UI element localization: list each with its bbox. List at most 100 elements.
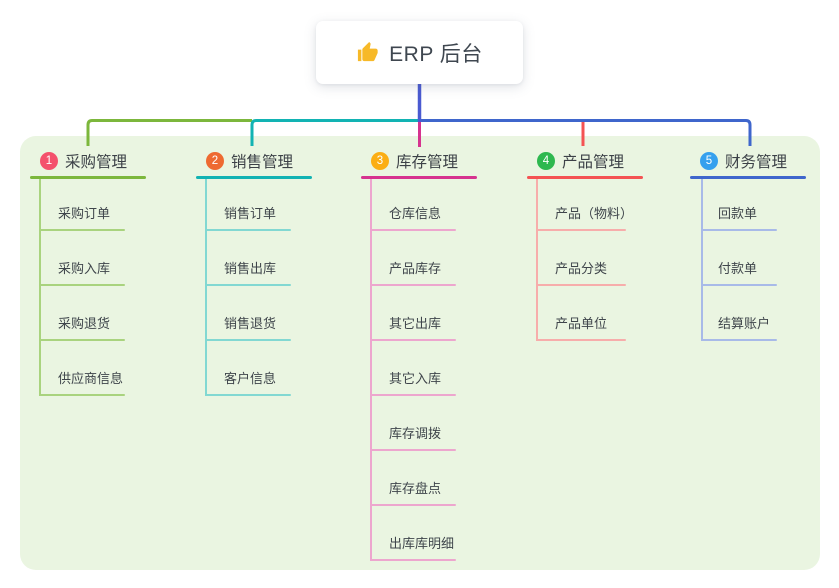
child-label: 仓库信息 bbox=[389, 206, 442, 221]
child-underline bbox=[370, 504, 456, 506]
child-node[interactable]: 销售退货 bbox=[196, 286, 346, 341]
root-node-label: ERP 后台 bbox=[389, 42, 483, 66]
child-node[interactable]: 产品单位 bbox=[527, 286, 677, 341]
child-underline bbox=[205, 229, 291, 231]
child-node[interactable]: 产品库存 bbox=[361, 231, 511, 286]
child-underline bbox=[536, 284, 626, 286]
branch-children: 采购订单 采购入库 采购退货 供应商信息 bbox=[30, 176, 180, 396]
child-label: 库存盘点 bbox=[389, 481, 442, 496]
child-underline bbox=[701, 229, 777, 231]
branch-number-badge: 5 bbox=[700, 152, 718, 170]
branch-children: 产品（物料） 产品分类 产品单位 bbox=[527, 176, 677, 341]
branch-children: 仓库信息 产品库存 其它出库 其它入库 库存调拨 库存盘点 出库库明细 bbox=[361, 176, 511, 561]
child-label: 供应商信息 bbox=[58, 371, 124, 386]
child-label: 结算账户 bbox=[718, 316, 771, 331]
child-node[interactable]: 库存调拨 bbox=[361, 396, 511, 451]
child-label: 产品库存 bbox=[389, 261, 442, 276]
child-label: 回款单 bbox=[718, 206, 758, 221]
child-node[interactable]: 销售订单 bbox=[196, 176, 346, 231]
child-node[interactable]: 采购订单 bbox=[30, 176, 180, 231]
child-underline bbox=[205, 394, 291, 396]
branch-product: 4 产品管理 产品（物料） 产品分类 产品单位 bbox=[527, 146, 687, 341]
branch-title: 产品管理 bbox=[562, 154, 625, 171]
child-underline bbox=[536, 229, 626, 231]
child-underline bbox=[536, 339, 626, 341]
child-underline bbox=[370, 229, 456, 231]
child-underline bbox=[39, 284, 125, 286]
child-underline bbox=[370, 559, 456, 561]
branch-spine bbox=[370, 179, 372, 561]
child-underline bbox=[205, 339, 291, 341]
child-label: 产品（物料） bbox=[555, 206, 634, 221]
child-node[interactable]: 其它入库 bbox=[361, 341, 511, 396]
child-underline bbox=[39, 229, 125, 231]
child-underline bbox=[39, 339, 125, 341]
child-underline bbox=[370, 394, 456, 396]
child-underline bbox=[370, 449, 456, 451]
child-node[interactable]: 销售出库 bbox=[196, 231, 346, 286]
root-node-erp[interactable]: ERP 后台 bbox=[316, 21, 523, 84]
branch-title: 库存管理 bbox=[396, 154, 459, 171]
branch-header[interactable]: 1 采购管理 bbox=[30, 146, 190, 176]
child-label: 出库库明细 bbox=[389, 536, 455, 551]
child-node[interactable]: 产品分类 bbox=[527, 231, 677, 286]
branch-title: 采购管理 bbox=[65, 154, 128, 171]
branch-underline bbox=[196, 176, 312, 179]
branch-number-badge: 2 bbox=[206, 152, 224, 170]
child-underline bbox=[370, 284, 456, 286]
child-underline bbox=[39, 394, 125, 396]
child-label: 库存调拨 bbox=[389, 426, 442, 441]
branch-inventory: 3 库存管理 仓库信息 产品库存 其它出库 其它入库 库存调拨 库存盘点 bbox=[361, 146, 521, 561]
child-label: 其它入库 bbox=[389, 371, 442, 386]
branch-header[interactable]: 5 财务管理 bbox=[690, 146, 839, 176]
child-label: 产品分类 bbox=[555, 261, 608, 276]
child-underline bbox=[701, 284, 777, 286]
child-underline bbox=[370, 339, 456, 341]
child-node[interactable]: 出库库明细 bbox=[361, 506, 511, 561]
child-node[interactable]: 供应商信息 bbox=[30, 341, 180, 396]
branch-spine bbox=[536, 179, 538, 341]
branch-spine bbox=[205, 179, 207, 396]
child-label: 销售出库 bbox=[224, 261, 277, 276]
child-node[interactable]: 客户信息 bbox=[196, 341, 346, 396]
child-label: 其它出库 bbox=[389, 316, 442, 331]
child-node[interactable]: 采购入库 bbox=[30, 231, 180, 286]
branch-children: 销售订单 销售出库 销售退货 客户信息 bbox=[196, 176, 346, 396]
branch-spine bbox=[701, 179, 703, 341]
branch-underline bbox=[690, 176, 806, 179]
child-node[interactable]: 付款单 bbox=[690, 231, 839, 286]
thumbs-up-icon bbox=[356, 41, 379, 64]
child-node[interactable]: 库存盘点 bbox=[361, 451, 511, 506]
child-label: 产品单位 bbox=[555, 316, 608, 331]
child-label: 销售退货 bbox=[224, 316, 277, 331]
branch-sales: 2 销售管理 销售订单 销售出库 销售退货 客户信息 bbox=[196, 146, 356, 396]
branch-header[interactable]: 2 销售管理 bbox=[196, 146, 356, 176]
branch-finance: 5 财务管理 回款单 付款单 结算账户 bbox=[690, 146, 839, 341]
branch-header[interactable]: 4 产品管理 bbox=[527, 146, 687, 176]
branch-children: 回款单 付款单 结算账户 bbox=[690, 176, 839, 341]
branch-underline bbox=[361, 176, 477, 179]
child-label: 采购退货 bbox=[58, 316, 111, 331]
branch-purchase: 1 采购管理 采购订单 采购入库 采购退货 供应商信息 bbox=[30, 146, 190, 396]
child-label: 销售订单 bbox=[224, 206, 277, 221]
child-node[interactable]: 其它出库 bbox=[361, 286, 511, 341]
child-node[interactable]: 产品（物料） bbox=[527, 176, 677, 231]
child-node[interactable]: 采购退货 bbox=[30, 286, 180, 341]
branch-number-badge: 3 bbox=[371, 152, 389, 170]
branch-spine bbox=[39, 179, 41, 396]
child-label: 付款单 bbox=[718, 261, 758, 276]
child-node[interactable]: 仓库信息 bbox=[361, 176, 511, 231]
mindmap-panel bbox=[20, 136, 820, 570]
branch-number-badge: 4 bbox=[537, 152, 555, 170]
child-label: 采购入库 bbox=[58, 261, 111, 276]
child-underline bbox=[701, 339, 777, 341]
child-label: 客户信息 bbox=[224, 371, 277, 386]
child-node[interactable]: 结算账户 bbox=[690, 286, 839, 341]
branch-title: 销售管理 bbox=[231, 154, 294, 171]
child-label: 采购订单 bbox=[58, 206, 111, 221]
child-node[interactable]: 回款单 bbox=[690, 176, 839, 231]
branch-underline bbox=[527, 176, 643, 179]
child-underline bbox=[205, 284, 291, 286]
branch-number-badge: 1 bbox=[40, 152, 58, 170]
branch-header[interactable]: 3 库存管理 bbox=[361, 146, 521, 176]
